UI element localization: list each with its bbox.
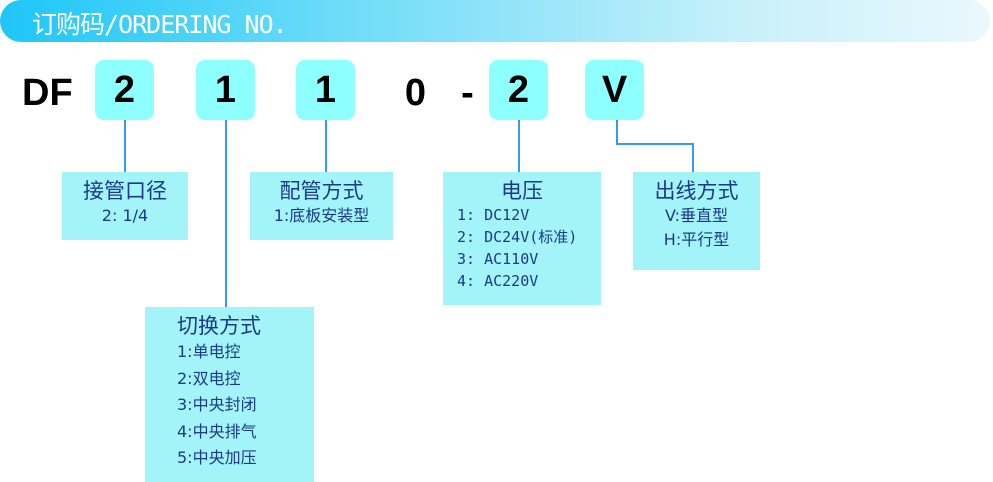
mount-box: 配管方式 1:底板安装型: [250, 172, 393, 240]
list-item: 1:单电控: [177, 342, 241, 361]
list-item: 1:底板安装型: [273, 206, 370, 225]
code-part-switch: 1: [196, 60, 255, 120]
code-part-fixed: 0: [404, 72, 427, 114]
code-part-voltage: 2: [489, 60, 548, 120]
list-item: 2: DC24V(标准): [457, 228, 578, 246]
connector-line: [518, 120, 520, 172]
connector-line: [616, 120, 618, 144]
switch-mode-title: 切换方式: [177, 314, 261, 338]
switch-mode-box: 切换方式 1:单电控 2:双电控 3:中央封闭 4:中央排气 5:中央加压: [145, 307, 314, 482]
voltage-title: 电压: [501, 179, 543, 203]
connector-line: [325, 120, 327, 172]
connector-line: [616, 143, 694, 145]
list-item: 3: AC110V: [457, 250, 539, 268]
code-part-port: 2: [95, 60, 154, 120]
list-item: 4:中央排气: [177, 421, 257, 441]
voltage-box: 电压 1: DC12V 2: DC24V(标准) 3: AC110V 4: AC…: [443, 172, 601, 305]
list-item: V:垂直型: [664, 206, 729, 225]
code-part-mount: 1: [296, 60, 355, 120]
code-prefix: DF: [22, 72, 73, 114]
code-dash: -: [461, 72, 474, 114]
port-size-title: 接管口径: [83, 179, 167, 203]
list-item: 1: DC12V: [457, 206, 530, 224]
connector-line: [124, 120, 126, 172]
outlet-box: 出线方式 V:垂直型 H:平行型: [633, 172, 760, 270]
mount-title: 配管方式: [279, 179, 364, 203]
header-bar: 订购码/ORDERING NO.: [0, 0, 990, 42]
connector-line: [692, 143, 694, 172]
outlet-title: 出线方式: [654, 179, 739, 203]
list-item: H:平行型: [663, 230, 730, 249]
connector-line: [225, 120, 227, 307]
list-item: 4: AC220V: [457, 272, 539, 290]
list-item: 2:双电控: [177, 368, 241, 388]
header-title: 订购码/ORDERING NO.: [32, 10, 288, 39]
port-size-box: 接管口径 2: 1/4: [62, 172, 188, 240]
list-item: 3:中央封闭: [177, 395, 257, 414]
list-item: 5:中央加压: [177, 448, 257, 467]
list-item: 2: 1/4: [101, 206, 149, 225]
code-part-outlet: V: [585, 60, 644, 120]
